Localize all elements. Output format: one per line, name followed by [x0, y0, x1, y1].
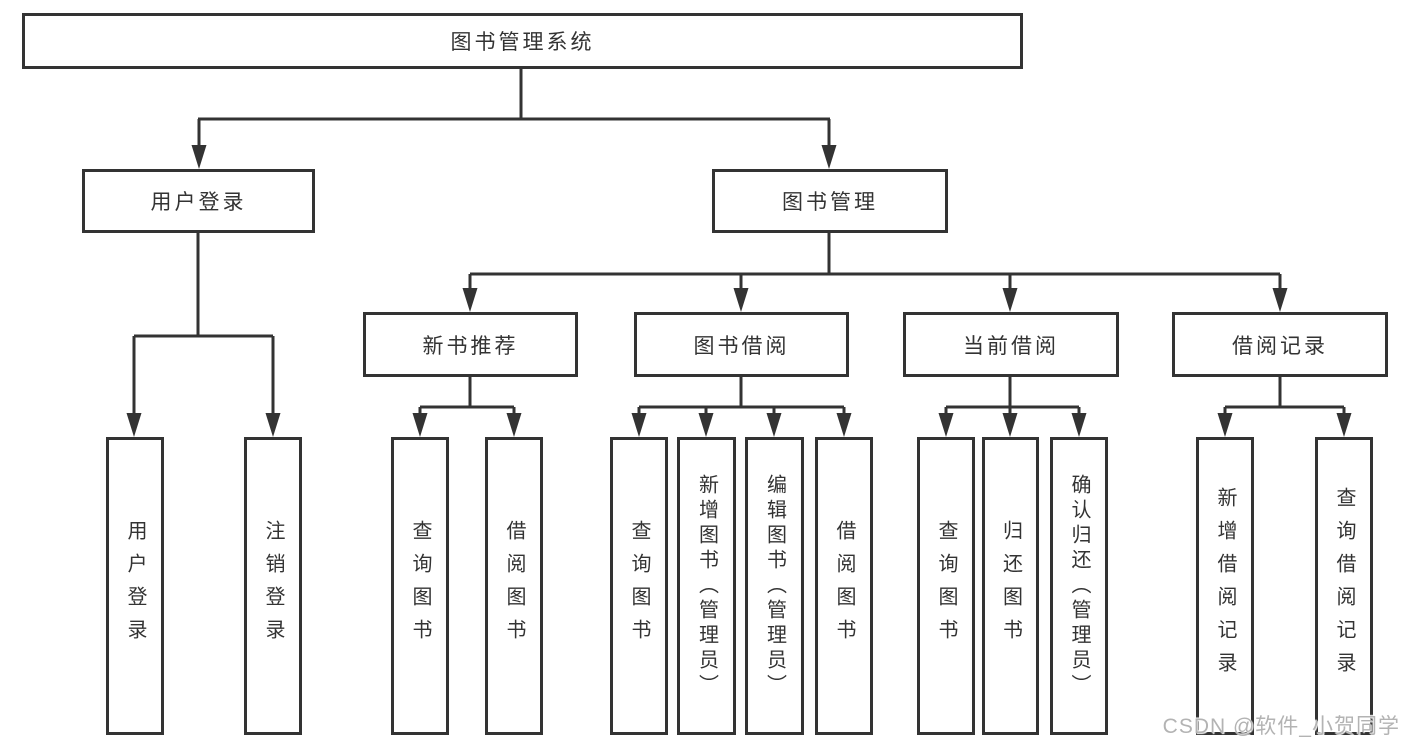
leaf-borrow-books-recommend: 借阅图书 — [485, 437, 543, 735]
arrow-down-icon — [462, 288, 478, 312]
node-label: 确认归还（管理员） — [1068, 473, 1090, 699]
node-borrow-record: 借阅记录 — [1172, 312, 1388, 377]
leaf-borrow-books: 借阅图书 — [815, 437, 873, 735]
arrow-down-icon — [1336, 413, 1352, 437]
arrow-down-icon — [412, 413, 428, 437]
arrow-down-icon — [1071, 413, 1087, 437]
node-label: 新增借阅记录 — [1214, 487, 1236, 685]
arrow-down-icon — [1272, 288, 1288, 312]
node-label: 查询借阅记录 — [1333, 487, 1355, 685]
node-label: 借阅图书 — [503, 520, 525, 652]
node-label: 图书借阅 — [693, 334, 790, 358]
leaf-query-books-recommend: 查询图书 — [391, 437, 449, 735]
node-label: 注销登录 — [262, 520, 284, 652]
leaf-add-books-admin: 新增图书（管理员） — [677, 437, 736, 735]
leaf-confirm-return-admin: 确认归还（管理员） — [1050, 437, 1108, 735]
connector-root-to-level2 — [191, 68, 837, 169]
node-new-book-recommend: 新书推荐 — [363, 312, 578, 377]
node-root-system: 图书管理系统 — [22, 13, 1023, 69]
leaf-return-books: 归还图书 — [982, 437, 1039, 735]
arrow-down-icon — [631, 413, 647, 437]
node-label: 借阅记录 — [1232, 334, 1328, 358]
connector-book-mgmt-to-level3 — [462, 232, 1288, 312]
arrow-down-icon — [191, 145, 207, 169]
connector-borrow-record-children — [1217, 376, 1352, 437]
leaf-query-borrow-record: 查询借阅记录 — [1315, 437, 1373, 735]
node-label: 图书管理系统 — [450, 31, 595, 54]
node-label: 图书管理 — [782, 191, 878, 214]
node-current-borrow: 当前借阅 — [903, 312, 1119, 377]
arrow-down-icon — [938, 413, 954, 437]
arrow-down-icon — [698, 413, 714, 437]
connector-new-book-children — [412, 376, 522, 437]
node-label: 编辑图书（管理员） — [763, 473, 786, 699]
node-label: 归还图书 — [999, 520, 1022, 652]
arrow-down-icon — [733, 288, 749, 312]
node-label: 查询图书 — [935, 520, 957, 652]
leaf-query-books-borrow: 查询图书 — [610, 437, 668, 735]
leaf-logout: 注销登录 — [244, 437, 302, 735]
node-label: 查询图书 — [409, 520, 431, 652]
watermark: CSDN @软件_小贺同学 — [1162, 715, 1400, 738]
node-user-login: 用户登录 — [82, 169, 315, 233]
connector-book-borrow-children — [631, 376, 852, 437]
node-book-management: 图书管理 — [712, 169, 948, 233]
arrow-down-icon — [506, 413, 522, 437]
arrow-down-icon — [126, 413, 142, 437]
leaf-add-borrow-record: 新增借阅记录 — [1196, 437, 1254, 735]
node-label: 用户登录 — [124, 520, 146, 652]
node-label: 当前借阅 — [963, 334, 1059, 358]
arrow-down-icon — [836, 413, 852, 437]
arrow-down-icon — [766, 413, 782, 437]
arrow-down-icon — [265, 413, 281, 437]
arrow-down-icon — [1217, 413, 1233, 437]
node-label: 查询图书 — [628, 520, 650, 652]
leaf-user-login: 用户登录 — [106, 437, 164, 735]
connector-current-borrow-children — [938, 376, 1087, 437]
node-label: 新书推荐 — [422, 334, 519, 358]
arrow-down-icon — [821, 145, 837, 169]
arrow-down-icon — [1002, 288, 1018, 312]
leaf-edit-books-admin: 编辑图书（管理员） — [745, 437, 804, 735]
leaf-query-books-current: 查询图书 — [917, 437, 975, 735]
node-label: 新增图书（管理员） — [695, 473, 718, 699]
node-label: 用户登录 — [150, 191, 247, 214]
node-book-borrow: 图书借阅 — [634, 312, 849, 377]
connector-user-login-children — [126, 232, 281, 437]
node-label: 借阅图书 — [833, 520, 855, 652]
arrow-down-icon — [1002, 413, 1018, 437]
